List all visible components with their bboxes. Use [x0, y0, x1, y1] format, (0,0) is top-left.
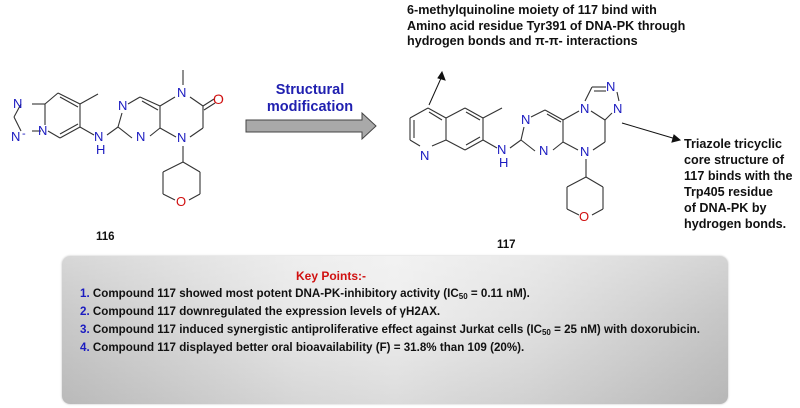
item-text: Compound 117 downregulated the expressio… — [89, 305, 441, 318]
key-point-item: 4. Compound 117 displayed better oral bi… — [80, 339, 720, 357]
annotation-line: 6-methylquinoline moiety of 117 bind wit… — [407, 3, 657, 17]
annotation-line: Trp405 residue — [684, 185, 773, 199]
compound-116-structure — [13, 70, 216, 201]
key-points-list: 1. Compound 117 showed most potent DNA-P… — [80, 285, 720, 357]
svg-text:N: N — [94, 129, 103, 144]
compound-label-116: 116 — [96, 231, 115, 243]
annotation-line: core structure of — [684, 153, 785, 167]
key-point-item: 1. Compound 117 showed most potent DNA-P… — [80, 285, 720, 303]
annotation-line: Triazole tricyclic — [684, 137, 783, 151]
compound-label-117: 117 — [497, 239, 516, 251]
annotation-line: hydrogen bonds and π-π- interactions — [407, 34, 638, 48]
annotation-line: hydrogen bonds. — [684, 217, 787, 231]
triazole-annotation: Triazole tricyclic core structure of 117… — [684, 136, 800, 232]
compound-117-atoms: N NH N N N N N N O — [420, 79, 622, 224]
key-point-item: 2. Compound 117 downregulated the expres… — [80, 303, 720, 321]
item-text-end: = 0.11 nM). — [467, 287, 530, 300]
item-number: 3. — [80, 323, 90, 336]
svg-text:N: N — [521, 112, 530, 127]
item-text-end: = 25 nM) with doxorubicin. — [550, 323, 700, 336]
item-number: 1. — [80, 287, 90, 300]
svg-text:N: N — [177, 85, 186, 100]
svg-text:N: N — [136, 129, 145, 144]
compound-116-atoms: N N- N NH N N N N O O — [11, 85, 224, 209]
svg-text:N: N — [497, 142, 506, 157]
item-text: Compound 117 induced synergistic antipro… — [89, 323, 542, 336]
key-points-title-text: Key Points:- — [295, 269, 366, 283]
svg-text:H: H — [499, 155, 508, 170]
item-subscript: 50 — [541, 328, 551, 337]
box-shading — [62, 256, 728, 404]
svg-text:N: N — [580, 101, 589, 116]
svg-text:N: N — [539, 143, 548, 158]
svg-text:N: N — [13, 96, 22, 111]
transformation-label-line2: modification — [266, 99, 354, 115]
transformation-label: Structural modification — [245, 82, 375, 116]
svg-text:N: N — [613, 101, 622, 116]
svg-text:N: N — [118, 98, 127, 113]
annotation-line: of DNA-PK by — [684, 201, 767, 215]
item-text: Compound 117 displayed better oral bioav… — [89, 341, 525, 354]
svg-text:O: O — [579, 209, 589, 224]
svg-text:N: N — [606, 79, 615, 94]
transformation-arrow — [245, 111, 377, 141]
transformation-label-line1: Structural — [275, 82, 345, 98]
item-number: 4. — [80, 341, 90, 354]
compound-117-structure — [409, 86, 620, 216]
key-point-item: 3. Compound 117 induced synergistic anti… — [80, 321, 720, 339]
annotation-line: 117 binds with the — [684, 169, 793, 183]
key-points-box: Key Points:- 1. Compound 117 showed most… — [62, 256, 728, 404]
item-text: Compound 117 showed most potent DNA-PK-i… — [89, 287, 459, 300]
item-subscript: 50 — [458, 292, 468, 301]
annotation-pointers — [428, 70, 682, 143]
svg-text:O: O — [176, 194, 186, 209]
svg-text:N: N — [177, 130, 186, 145]
svg-text:N: N — [420, 148, 429, 163]
svg-text:H: H — [96, 142, 105, 157]
svg-text:O: O — [213, 91, 224, 107]
svg-text:N: N — [38, 123, 47, 138]
key-points-title: Key Points:- — [62, 269, 728, 283]
svg-text:N: N — [11, 129, 20, 144]
svg-text:N: N — [580, 144, 589, 159]
item-number: 2. — [80, 305, 90, 318]
quinoline-annotation: 6-methylquinoline moiety of 117 bind wit… — [407, 3, 737, 50]
svg-text:-: - — [22, 128, 26, 140]
annotation-line: Amino acid residue Tyr391 of DNA-PK thro… — [407, 18, 686, 33]
